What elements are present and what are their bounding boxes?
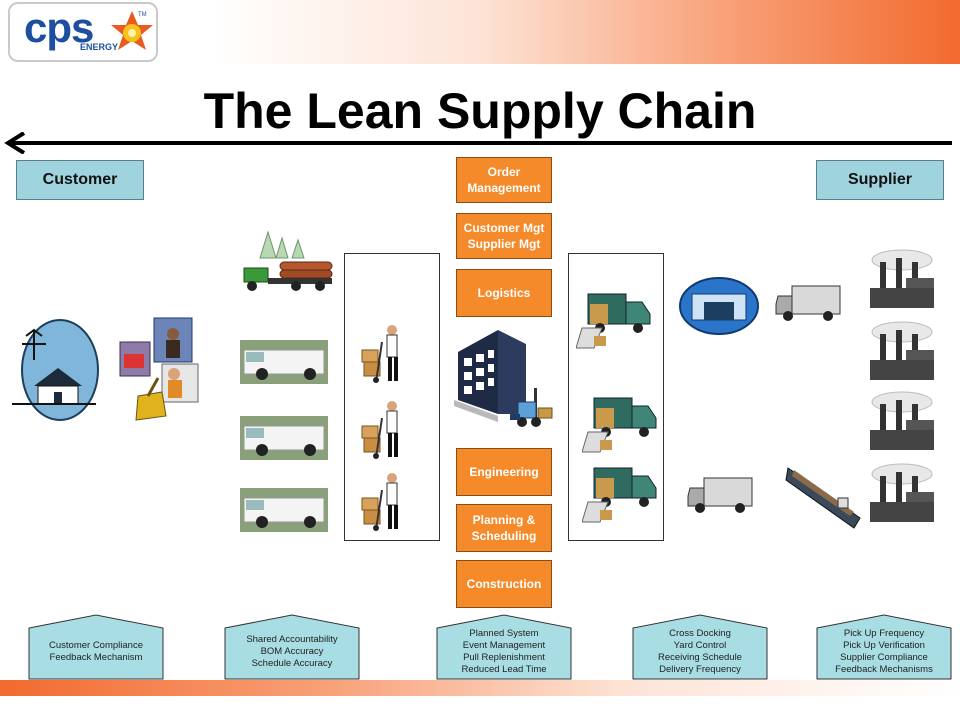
logo-star-icon [111, 11, 153, 50]
box-line: Supplier Mgt [467, 237, 541, 251]
factory-icon [870, 321, 934, 380]
footer-field-metrics: Shared Accountability BOM Accuracy Sched… [224, 614, 360, 680]
delivery-truck-icon [576, 293, 651, 349]
box-line: Management [467, 181, 541, 195]
metric-line: Cross Docking [669, 628, 731, 639]
house-shape [224, 614, 360, 680]
factory-icon [870, 249, 934, 308]
box-line: Scheduling [471, 529, 537, 543]
box-line: Planning & [472, 513, 536, 527]
logistics-box: Logistics [456, 269, 552, 317]
page-title: The Lean Supply Chain [203, 83, 757, 139]
hand-truck-worker-icon [361, 473, 398, 531]
metric-line: Yard Control [673, 640, 727, 651]
logging-truck-icon [243, 230, 333, 291]
house-shape [436, 614, 572, 680]
metric-line: Schedule Accuracy [251, 658, 333, 669]
metric-line: Reduced Lead Time [461, 664, 547, 675]
forklift-icon [510, 388, 553, 427]
hand-truck-worker-icon [361, 325, 398, 383]
metric-line: Feedback Mechanism [49, 652, 143, 663]
metric-line: Pull Replenishment [463, 652, 545, 663]
order-management-box: Order Management [456, 157, 552, 203]
supplier-box: Supplier [816, 160, 944, 200]
delivery-truck-icon [582, 467, 657, 523]
planning-scheduling-box: Planning & Scheduling [456, 504, 552, 552]
box-truck-icon [687, 477, 753, 513]
service-truck-icon [240, 340, 328, 384]
warehouse-icon [679, 277, 759, 335]
footer-supplier-metrics: Pick Up Frequency Pick Up Verification S… [816, 614, 952, 680]
footer-planning-metrics: Planned System Event Management Pull Rep… [436, 614, 572, 680]
footer-receiving-metrics: Cross Docking Yard Control Receiving Sch… [632, 614, 768, 680]
factory-icon [870, 463, 934, 522]
house-shape [28, 614, 164, 680]
header-gradient-band [0, 0, 960, 64]
hand-truck-worker-icon [361, 401, 398, 459]
house-shape [632, 614, 768, 680]
metric-line: Feedback Mechanisms [835, 664, 933, 675]
construction-box: Construction [456, 560, 552, 608]
utility-house-icon [12, 319, 99, 421]
footer-gradient-band [0, 680, 960, 696]
metric-line: Pick Up Verification [843, 640, 925, 651]
logo-trademark: TM [138, 12, 147, 18]
metric-line: Supplier Compliance [840, 652, 928, 663]
metric-line: BOM Accuracy [260, 646, 324, 657]
field-workers-icon [119, 317, 199, 421]
box-line: Order [487, 165, 521, 179]
metric-line: Receiving Schedule [658, 652, 742, 663]
box-truck-icon [775, 285, 841, 321]
factory-icon [870, 391, 934, 450]
metric-line: Customer Compliance [49, 640, 143, 651]
metric-line: Planned System [469, 628, 539, 639]
metric-line: Delivery Frequency [659, 664, 741, 675]
logo-subtitle: ENERGY [80, 42, 119, 52]
service-truck-icon [240, 416, 328, 460]
customer-box: Customer [16, 160, 144, 200]
company-logo: cps ENERGY TM [8, 2, 158, 62]
left-arrow-icon [4, 132, 952, 154]
service-truck-icon [240, 488, 328, 532]
house-shape [816, 614, 952, 680]
metric-line: Event Management [462, 640, 546, 651]
logo-wordmark: cps [24, 4, 94, 51]
metric-line: Shared Accountability [246, 634, 338, 645]
box-line: Customer Mgt [463, 221, 545, 235]
engineering-box: Engineering [456, 448, 552, 496]
metric-line: Pick Up Frequency [843, 628, 925, 639]
office-building-icon [454, 330, 526, 422]
customer-supplier-mgt-box: Customer Mgt Supplier Mgt [456, 213, 552, 259]
delivery-truck-icon [582, 397, 657, 453]
footer-customer-metrics: Customer Compliance Feedback Mechanism [28, 614, 164, 680]
cargo-ship-icon [785, 467, 861, 529]
